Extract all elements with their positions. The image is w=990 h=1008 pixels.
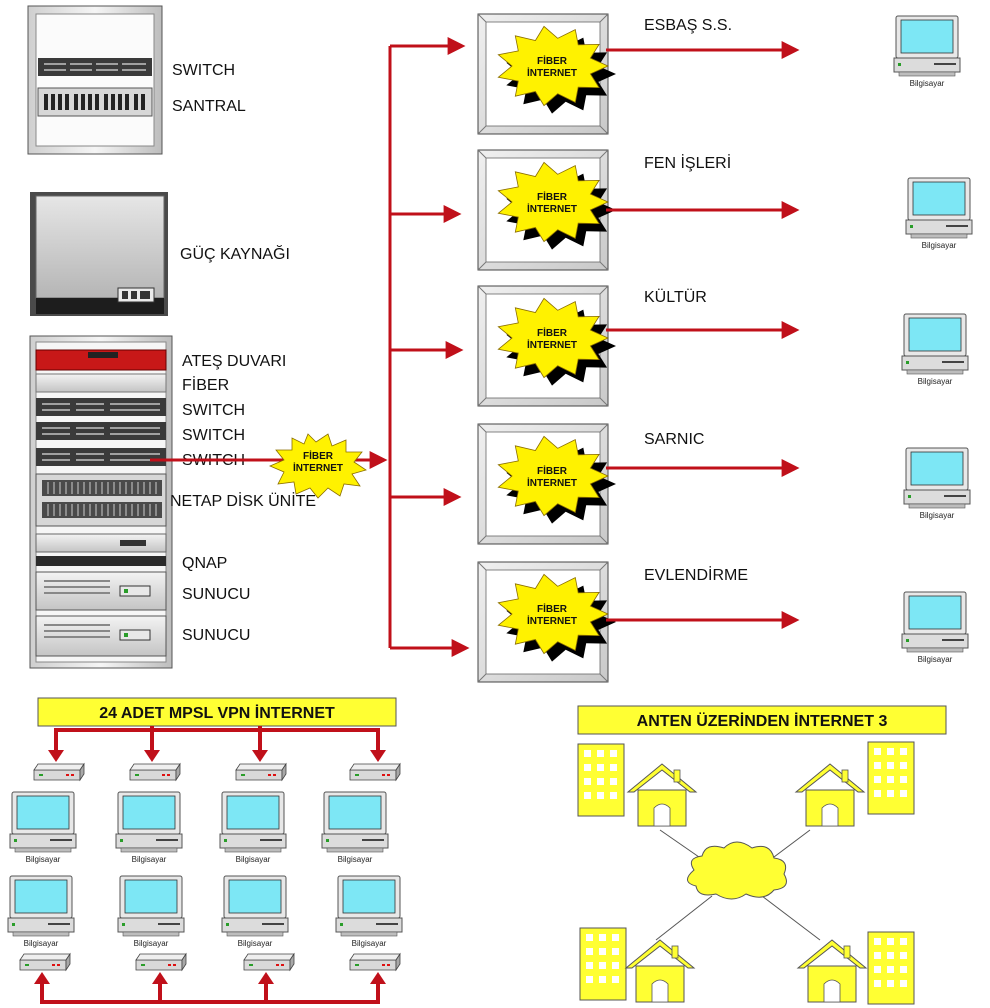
- label-sunucu-1: SUNUCU: [182, 586, 250, 603]
- building-bottom-right: [867, 931, 915, 1005]
- fiber-burst: [497, 25, 609, 107]
- vpn-computer-row1-3: [219, 791, 287, 853]
- vpn-router-bottom-2: [135, 953, 187, 971]
- vpn-router-bottom-1: [19, 953, 71, 971]
- vpn-banner-text: 24 ADET MPSL VPN İNTERNET: [99, 704, 335, 722]
- antenna-banner-text: ANTEN ÜZERİNDEN İNTERNET 3: [637, 711, 888, 730]
- computer-label: Bilgisayar: [338, 855, 373, 864]
- vpn-banner: 24 ADET MPSL VPN İNTERNET: [37, 697, 397, 727]
- burst-line2: İNTERNET: [527, 66, 577, 79]
- center-burst-line2: İNTERNET: [293, 461, 343, 474]
- building-top-right: [867, 741, 915, 815]
- burst-line2: İNTERNET: [527, 202, 577, 215]
- computer-icon: [903, 447, 971, 509]
- fiber-burst: [497, 435, 609, 517]
- computer-label: Bilgisayar: [238, 939, 273, 948]
- vpn-router-top-3: [235, 763, 287, 781]
- vpn-router-top-2: [129, 763, 181, 781]
- computer-label: Bilgisayar: [132, 855, 167, 864]
- fiber-burst: [497, 573, 609, 655]
- burst-line1: FİBER: [537, 464, 568, 477]
- label-sunucu-2: SUNUCU: [182, 627, 250, 644]
- house-bottom-left: [625, 939, 695, 1003]
- computer-label: Bilgisayar: [922, 241, 957, 250]
- branch-label: ESBAŞ S.S.: [644, 17, 732, 34]
- computer-label: Bilgisayar: [24, 939, 59, 948]
- label-switch-1: SWITCH: [182, 402, 245, 419]
- label-switch-top: SWITCH: [172, 62, 235, 79]
- house-top-left: [627, 763, 697, 827]
- fiber-burst: [497, 297, 609, 379]
- burst-line2: İNTERNET: [527, 476, 577, 489]
- vpn-computer-row2-1: [7, 875, 75, 937]
- top-rack-cabinet: [27, 5, 163, 155]
- main-server-rack: [29, 335, 173, 669]
- vpn-computer-row2-2: [117, 875, 185, 937]
- computer-label: Bilgisayar: [918, 377, 953, 386]
- vpn-computer-row2-3: [221, 875, 289, 937]
- fiber-burst: [497, 161, 609, 243]
- vpn-top-arrowheads: [48, 750, 386, 762]
- computer-icon: [905, 177, 973, 239]
- vpn-computer-row1-2: [115, 791, 183, 853]
- computer-label: Bilgisayar: [918, 655, 953, 664]
- vpn-router-bottom-4: [349, 953, 401, 971]
- vpn-computer-row1-1: [9, 791, 77, 853]
- vpn-router-bottom-3: [243, 953, 295, 971]
- power-supply-unit: [30, 192, 168, 316]
- burst-line2: İNTERNET: [527, 614, 577, 627]
- computer-icon: [893, 15, 961, 77]
- building-top-left: [577, 743, 625, 817]
- branch-label: EVLENDİRME: [644, 565, 748, 584]
- branch-label: FEN İŞLERİ: [644, 153, 731, 172]
- branch-label: SARNIC: [644, 431, 704, 448]
- burst-line1: FİBER: [537, 190, 568, 203]
- burst-line1: FİBER: [537, 602, 568, 615]
- label-fiber: FİBER: [182, 375, 229, 394]
- computer-label: Bilgisayar: [920, 511, 955, 520]
- label-netap: NETAP DİSK ÜNİTE: [170, 491, 316, 510]
- vpn-bottom-arrowheads: [34, 972, 386, 984]
- house-bottom-right: [797, 939, 867, 1003]
- burst-line2: İNTERNET: [527, 338, 577, 351]
- computer-icon: [901, 591, 969, 653]
- house-top-right: [795, 763, 865, 827]
- computer-label: Bilgisayar: [236, 855, 271, 864]
- label-qnap: QNAP: [182, 555, 227, 572]
- vpn-bottom-arrows: [40, 982, 380, 1004]
- computer-label: Bilgisayar: [134, 939, 169, 948]
- antenna-banner: ANTEN ÜZERİNDEN İNTERNET 3: [577, 705, 947, 735]
- vpn-router-top-4: [349, 763, 401, 781]
- computer-label: Bilgisayar: [26, 855, 61, 864]
- label-santral: SANTRAL: [172, 98, 246, 115]
- building-bottom-left: [579, 927, 627, 1001]
- center-fiber-burst: FİBER İNTERNET: [268, 433, 367, 499]
- label-switch-2: SWITCH: [182, 427, 245, 444]
- vpn-computer-row1-4: [321, 791, 389, 853]
- center-burst-line1: FİBER: [303, 449, 334, 462]
- computer-label: Bilgisayar: [910, 79, 945, 88]
- vpn-top-arrows: [54, 726, 380, 752]
- vpn-computer-row2-4: [335, 875, 403, 937]
- burst-line1: FİBER: [537, 326, 568, 339]
- vpn-router-top-1: [33, 763, 85, 781]
- label-guc-kaynagi: GÜÇ KAYNAĞI: [180, 244, 290, 263]
- burst-line1: FİBER: [537, 54, 568, 67]
- computer-label: Bilgisayar: [352, 939, 387, 948]
- computer-icon: [901, 313, 969, 375]
- branch-label: KÜLTÜR: [644, 288, 707, 306]
- label-ates-duvari: ATEŞ DUVARI: [182, 353, 286, 370]
- internet-cloud: [687, 841, 787, 900]
- main-fiber-link: [150, 37, 470, 657]
